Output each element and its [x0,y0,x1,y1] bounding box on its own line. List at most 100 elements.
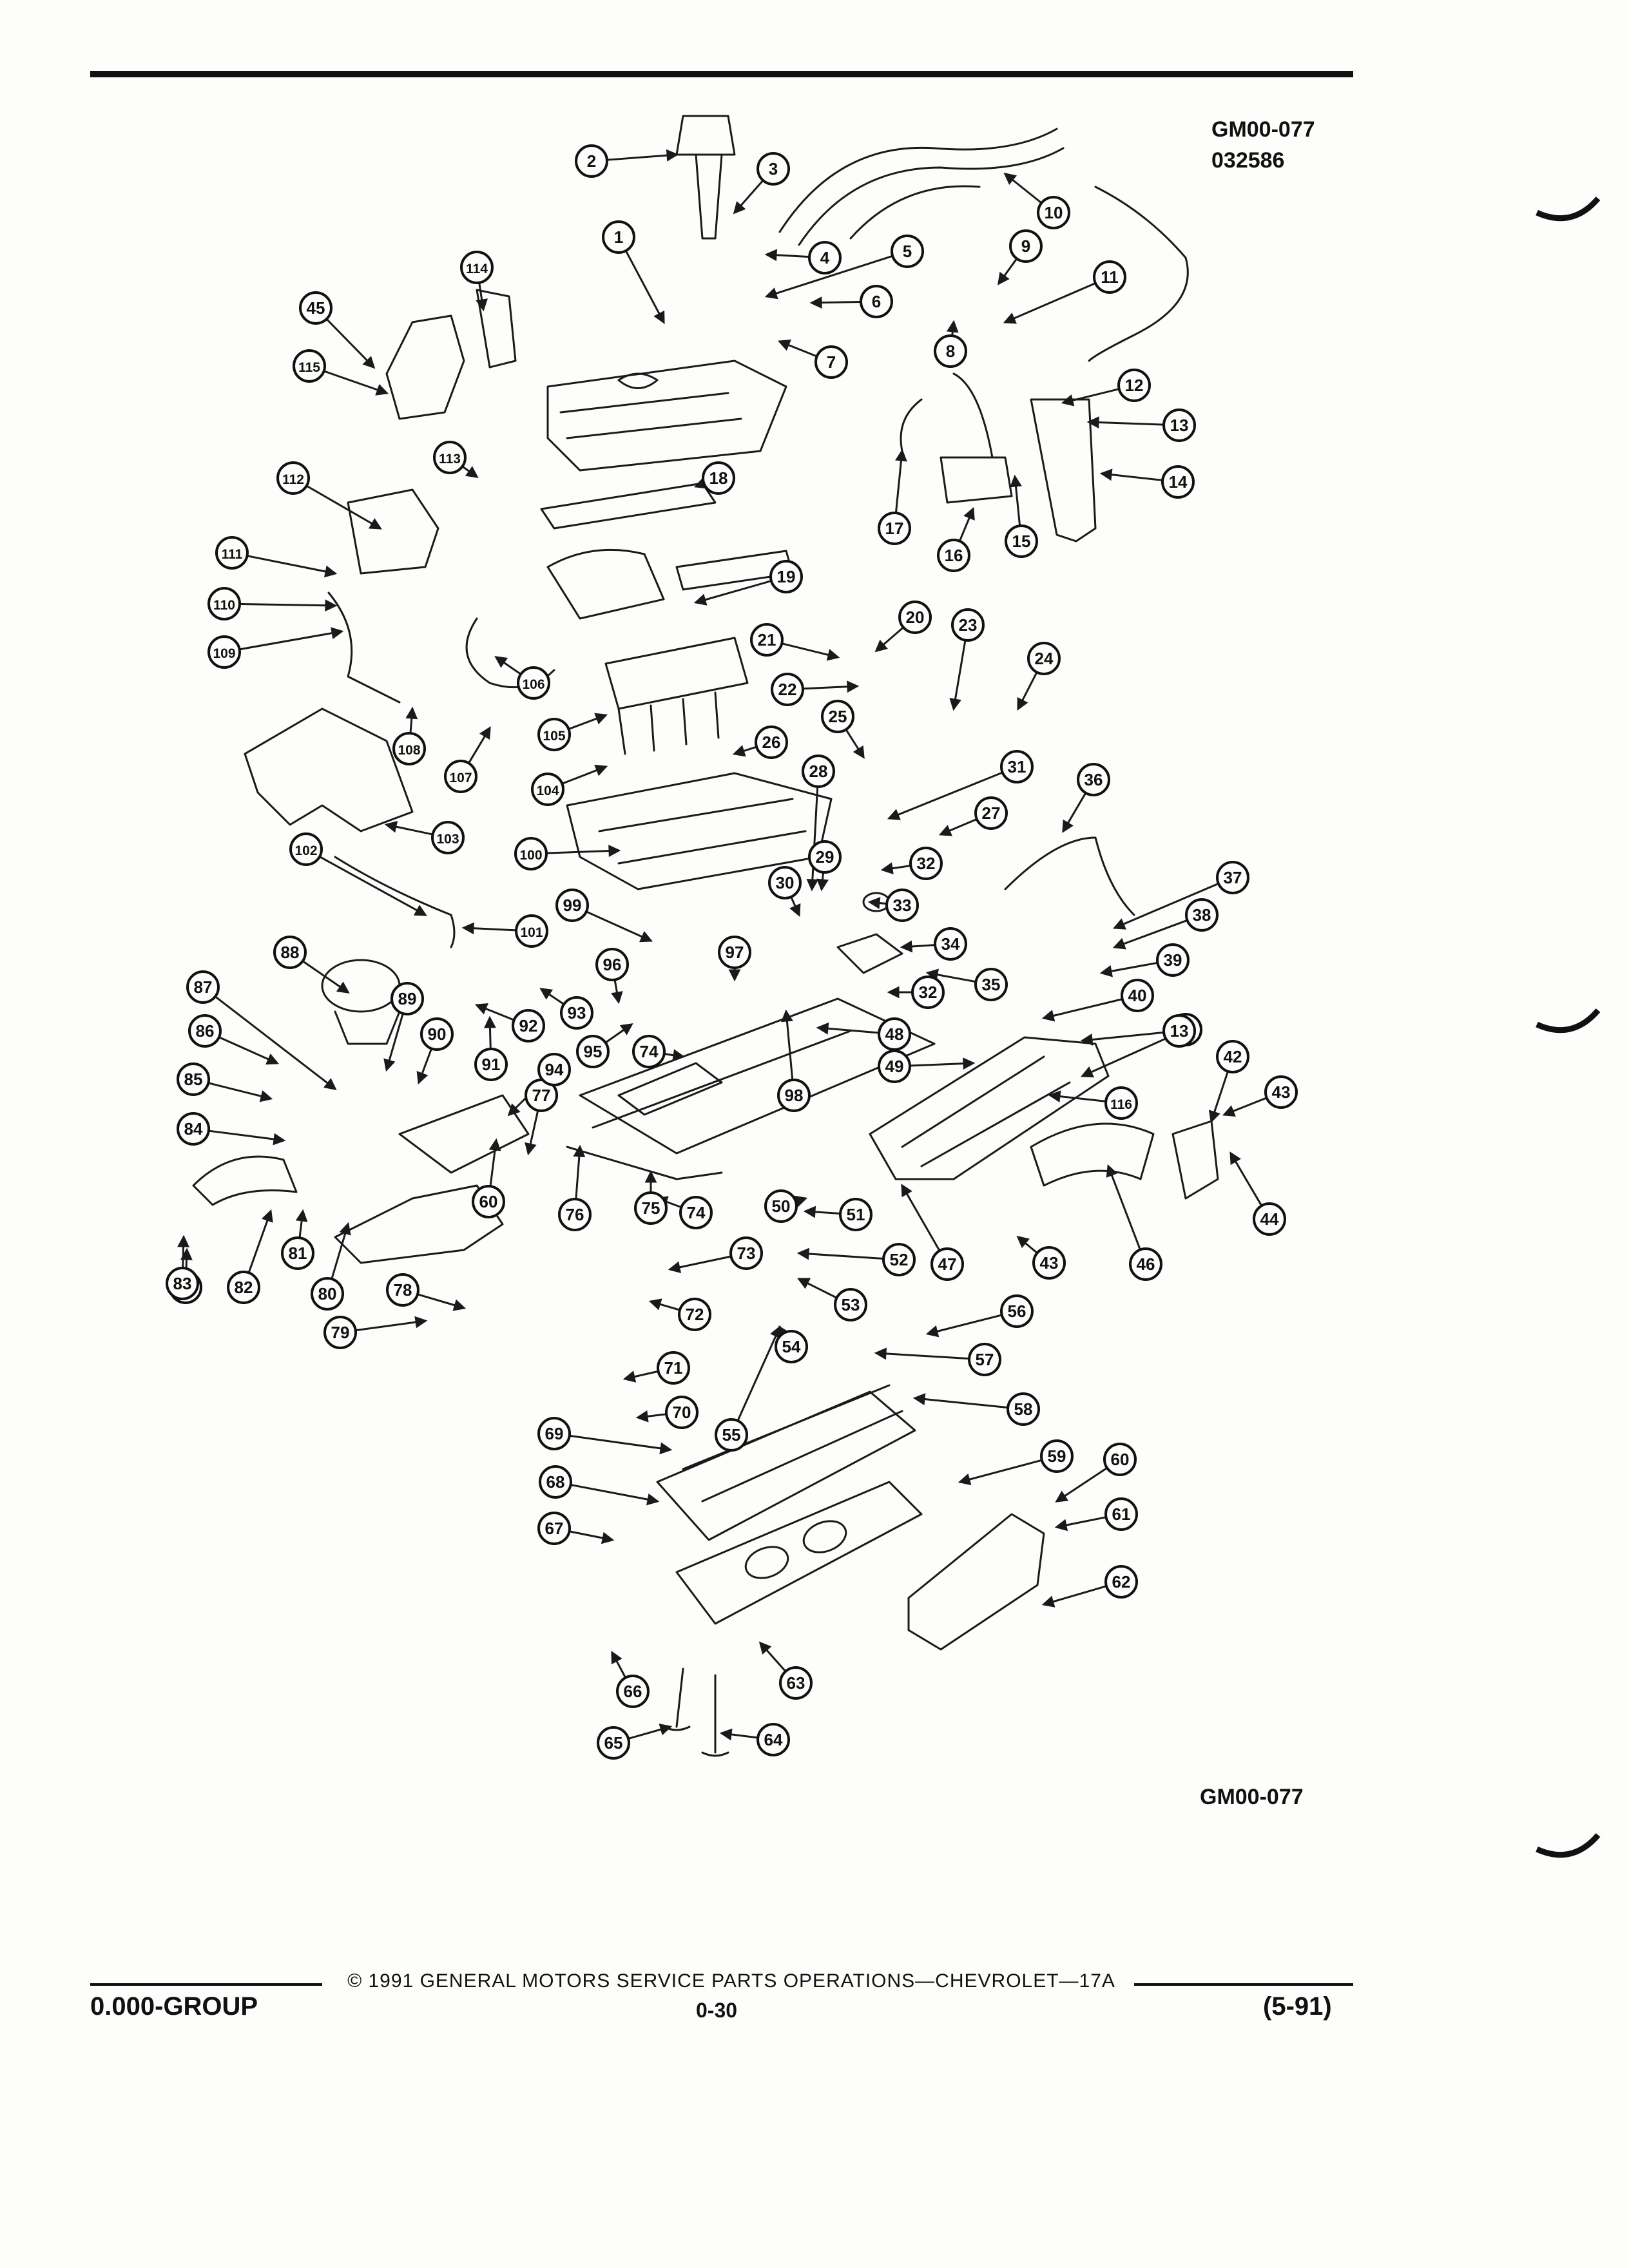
revision-date: (5-91) [1263,1992,1332,2021]
callout-circle [750,623,784,657]
callout-bubble: 51 [839,1198,872,1231]
callout-number: 49 [885,1057,904,1076]
part-outline [540,482,717,530]
leader-line [1101,472,1163,481]
callout-number: 116 [1110,1097,1132,1112]
part-outline [940,456,1013,504]
leader-arrowhead [1062,819,1074,833]
callout-bubble: 5 [891,235,924,268]
callout-bubble: 111 [215,536,249,570]
part-outline [1004,836,1135,916]
leader-line [319,856,426,916]
part-outline [675,115,736,156]
callout-circle [555,889,589,922]
part-outline [900,398,923,452]
leader-line [1056,1467,1108,1503]
callout-circle [1161,465,1195,499]
callout-number: 98 [785,1086,804,1105]
callout-number: 106 [522,677,545,692]
callout-bubble: 8 [934,334,967,368]
part-drawings [192,115,1219,1757]
callout-bubble: 23 [951,608,985,642]
callout-number: 61 [1112,1504,1131,1524]
callout-bubble: 49 [878,1050,911,1083]
leader-arrowhead [494,656,508,668]
callout-circle [311,1277,344,1311]
callout-bubble: 47 [930,1247,964,1281]
leader-arrowhead [368,518,382,530]
leader-arrowhead [853,745,865,759]
leader-arrowhead [797,1278,811,1289]
leader-arrowhead [816,878,829,892]
leader-arrowhead [1086,416,1099,428]
leader-line [798,1252,884,1260]
callout-bubble: 61 [1104,1497,1138,1531]
callout-bubble: 39 [1156,943,1190,977]
leader-arrowhead [384,820,398,833]
leader-arrowhead [949,698,961,711]
callout-circle [276,461,310,495]
callout-circle [878,512,911,545]
callout-number: 26 [762,733,781,752]
callout-number: 94 [545,1060,564,1079]
callout-number: 70 [673,1403,691,1422]
part-outline [617,830,807,865]
callout-circle [802,754,835,788]
callout-circle [632,1035,666,1068]
leader-arrowhead [476,298,488,312]
callout-number: 110 [213,598,235,613]
callout-circle [472,1185,505,1218]
part-outline [617,707,626,755]
leader-arrowhead [1080,1066,1095,1078]
part-outline [1030,1122,1155,1187]
callout-bubble: 81 [281,1236,314,1270]
leader-arrowhead [925,968,939,981]
callout-number: 11 [1101,267,1119,287]
leader-arrowhead [659,1724,673,1736]
leader-arrowhead [465,466,479,478]
leader-line [239,602,336,607]
callout-number: 42 [1224,1047,1242,1066]
leader-arrowhead [611,1651,622,1665]
callout-bubble: 98 [777,1079,811,1112]
part-outline [334,856,456,948]
callout-bubble: 32 [911,975,945,1009]
callout-number: 57 [976,1350,994,1369]
leader-arrowhead [295,1209,308,1222]
leader-arrowhead [375,383,389,396]
leader-arrowhead [901,1184,912,1198]
callout-circle [515,914,548,948]
callout-number: 65 [604,1733,623,1753]
callout-bubble: 1 [602,220,635,254]
callout-number: 52 [890,1250,909,1269]
callout-circle [575,144,608,178]
leader-arrowhead [874,1347,887,1360]
leader-arrowhead [1041,1595,1055,1608]
part-outline [675,1667,684,1728]
callout-circle [718,936,751,969]
callout-circle [679,1196,713,1229]
callout-bubble: 33 [885,889,919,922]
callout-circle [1185,898,1219,932]
callout-circle [431,821,465,854]
part-outline [682,1384,891,1470]
part-outline [901,1055,1045,1148]
leader-line [737,1327,781,1421]
callout-circle [757,1723,790,1756]
callout-bubble: 46 [1129,1247,1162,1281]
callout-bubble: 55 [715,1418,748,1452]
callout-circle [974,968,1008,1001]
callout-circle [1009,229,1043,263]
callout-circle [665,1396,699,1429]
leader-arrowhead [648,1298,662,1311]
callout-number: 54 [782,1337,801,1356]
callout-circle [1216,861,1249,894]
callout-number: 86 [196,1021,215,1041]
leader-arrowhead [764,249,777,262]
callout-number: 62 [1112,1572,1131,1591]
leader-arrowhead [259,1090,273,1102]
callout-bubble: 116 [1104,1086,1138,1120]
callout-circle [909,847,943,880]
callout-number: 23 [959,615,978,635]
part-outline [617,1062,723,1116]
